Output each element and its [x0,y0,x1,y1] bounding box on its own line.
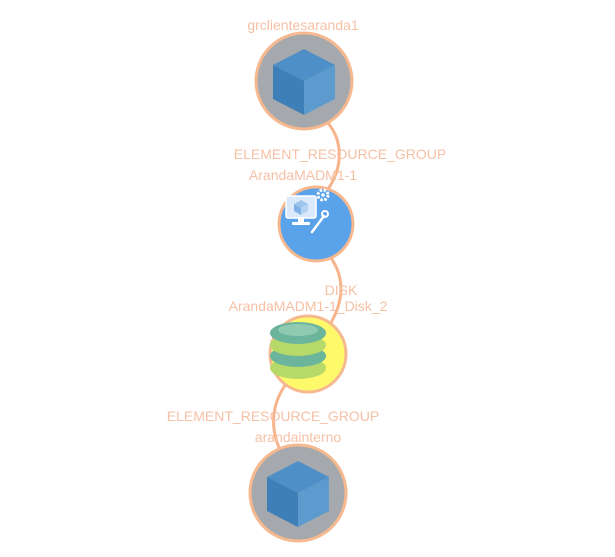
node-name-label: ArandaMADM1-1 [249,167,357,183]
node-resource-group-bottom[interactable]: ELEMENT_RESOURCE_GROUP arandainterno [167,408,379,543]
disk-icon [270,322,326,379]
cube-icon [273,49,335,115]
node-name-label: grclientesaranda1 [247,17,359,33]
node-disk[interactable]: DISK ArandaMADM1-1_Disk_2 [229,282,388,394]
node-type-label: ELEMENT_RESOURCE_GROUP [167,408,379,424]
node-type-label: ELEMENT_RESOURCE_GROUP [234,146,446,162]
virtual-machine-icon [285,188,330,234]
node-name-label: ArandaMADM1-1_Disk_2 [229,298,388,314]
node-name-label: arandainterno [255,429,342,445]
node-virtual-machine[interactable]: ELEMENT_RESOURCE_GROUP ArandaMADM1-1 [234,146,446,263]
cube-icon [267,461,329,527]
edge-rg-top-to-vm [324,120,341,194]
node-type-label: DISK [325,282,358,298]
edge-vm-to-disk [327,256,343,328]
node-resource-group-top[interactable]: grclientesaranda1 [247,17,359,131]
